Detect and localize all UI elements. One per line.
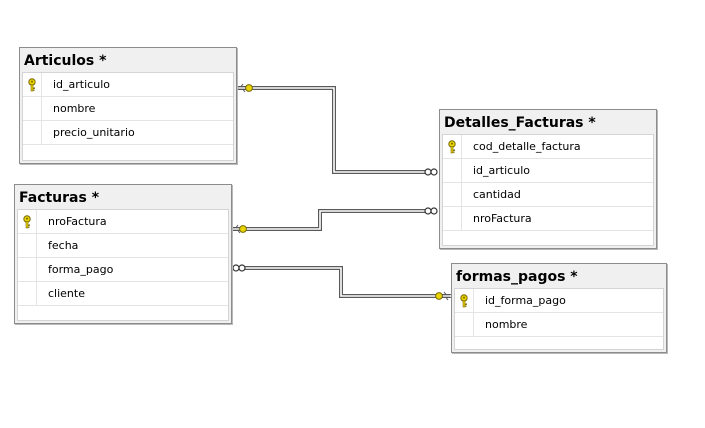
many-end-infinity-icon [424, 207, 438, 215]
row-selector[interactable] [23, 121, 42, 144]
column-name: nroFactura [48, 215, 107, 228]
many-end-infinity-icon [424, 168, 438, 176]
column-row[interactable]: precio_unitario [23, 121, 233, 145]
column-row[interactable]: cliente [18, 282, 228, 306]
column-name: id_forma_pago [485, 294, 566, 307]
column-name: nombre [53, 102, 96, 115]
column-row[interactable]: cod_detalle_factura [443, 135, 653, 159]
row-selector[interactable] [443, 183, 462, 206]
column-list: id_forma_pago nombre [454, 288, 664, 350]
row-selector[interactable] [23, 97, 42, 120]
row-selector[interactable] [443, 135, 462, 158]
table-detalles-facturas[interactable]: Detalles_Facturas * cod_detalle_factura … [439, 109, 657, 249]
relationship-formaspagos-facturas[interactable] [232, 264, 451, 301]
column-row[interactable]: nombre [23, 97, 233, 121]
one-end-key-icon [435, 291, 451, 301]
relationship-facturas-detalles[interactable] [232, 207, 438, 234]
column-list: id_articulo nombre precio_unitario [22, 72, 234, 161]
primary-key-icon [460, 293, 468, 307]
one-end-key-icon [237, 83, 253, 93]
table-facturas[interactable]: Facturas * nroFactura fecha forma_pago [14, 184, 232, 324]
column-name: id_articulo [53, 78, 110, 91]
table-title[interactable]: Articulos * [20, 48, 236, 72]
column-row[interactable]: id_articulo [23, 73, 233, 97]
column-row[interactable]: id_forma_pago [455, 289, 663, 313]
table-title[interactable]: formas_pagos * [452, 264, 666, 288]
column-row[interactable]: nombre [455, 313, 663, 337]
column-name: forma_pago [48, 263, 114, 276]
one-end-key-icon [232, 224, 247, 234]
column-row[interactable]: fecha [18, 234, 228, 258]
row-selector[interactable] [455, 289, 474, 312]
table-title[interactable]: Detalles_Facturas * [440, 110, 656, 134]
column-list: nroFactura fecha forma_pago cliente [17, 209, 229, 321]
column-name: id_articulo [473, 164, 530, 177]
primary-key-icon [28, 77, 36, 91]
row-selector[interactable] [455, 313, 474, 336]
column-name: cantidad [473, 188, 521, 201]
column-name: cod_detalle_factura [473, 140, 581, 153]
column-row[interactable]: cantidad [443, 183, 653, 207]
row-selector[interactable] [18, 234, 37, 257]
many-end-infinity-icon [232, 264, 246, 272]
table-title[interactable]: Facturas * [15, 185, 231, 209]
row-selector[interactable] [443, 159, 462, 182]
column-row[interactable]: nroFactura [18, 210, 228, 234]
row-selector[interactable] [18, 282, 37, 305]
table-formas-pagos[interactable]: formas_pagos * id_forma_pago nombre [451, 263, 667, 353]
row-selector[interactable] [18, 210, 37, 233]
column-row[interactable]: id_articulo [443, 159, 653, 183]
primary-key-icon [448, 139, 456, 153]
column-name: nombre [485, 318, 528, 331]
relationship-articulos-detalles[interactable] [237, 83, 438, 176]
column-row[interactable]: nroFactura [443, 207, 653, 231]
column-list: cod_detalle_factura id_articulo cantidad… [442, 134, 654, 246]
row-selector[interactable] [18, 258, 37, 281]
row-selector[interactable] [443, 207, 462, 230]
row-selector[interactable] [23, 73, 42, 96]
column-name: precio_unitario [53, 126, 135, 139]
column-name: nroFactura [473, 212, 532, 225]
column-name: cliente [48, 287, 85, 300]
column-row[interactable]: forma_pago [18, 258, 228, 282]
table-articulos[interactable]: Articulos * id_articulo nombre precio_un… [19, 47, 237, 164]
column-name: fecha [48, 239, 79, 252]
primary-key-icon [23, 214, 31, 228]
